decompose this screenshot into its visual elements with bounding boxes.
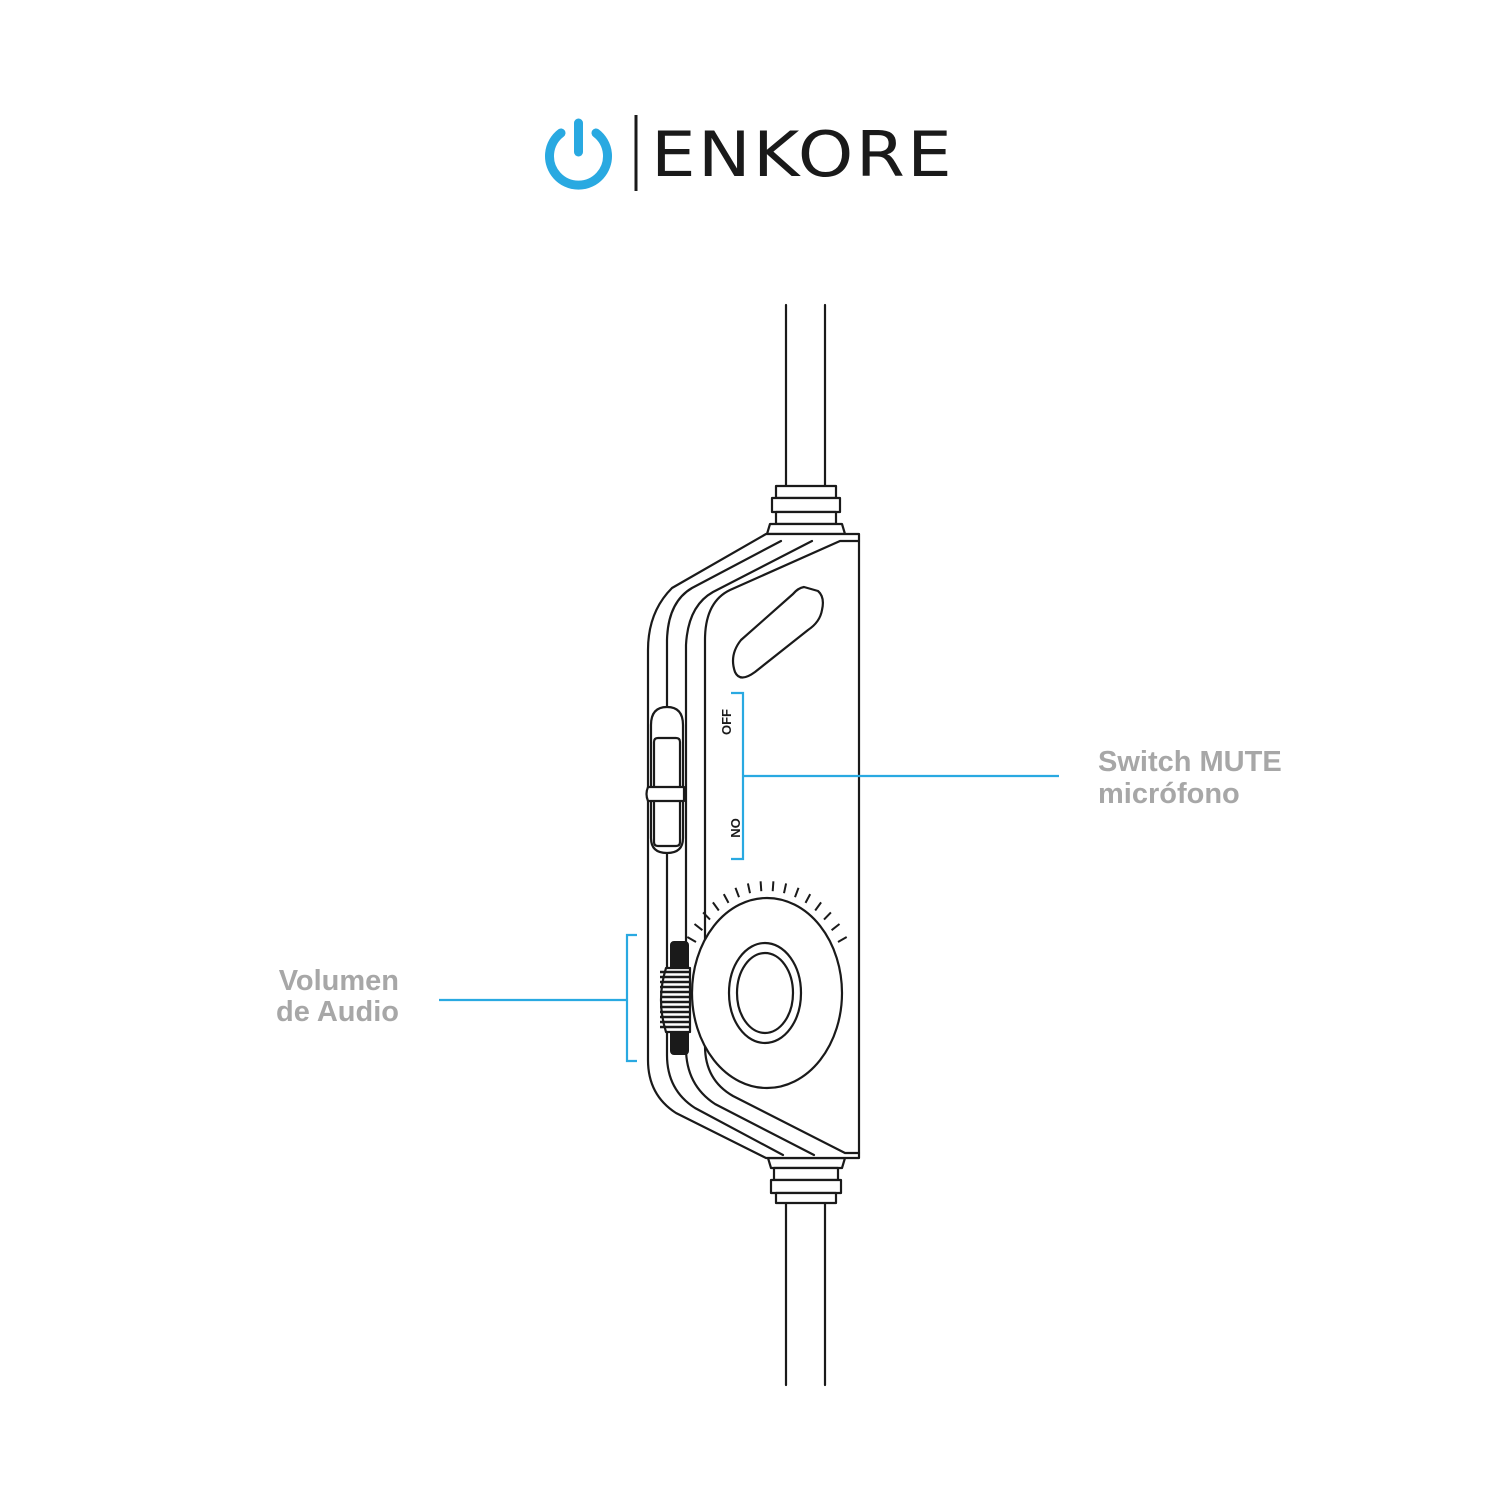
scale-tick bbox=[783, 883, 788, 894]
callout-mute-switch: Switch MUTE micrófono bbox=[731, 691, 1282, 861]
volume-bracket bbox=[625, 933, 637, 1063]
volume-wheel[interactable] bbox=[659, 941, 692, 1055]
switch-on-label: ON bbox=[728, 818, 743, 838]
scale-tick bbox=[734, 887, 740, 898]
scale-tick bbox=[759, 881, 763, 892]
scale-tick bbox=[814, 901, 822, 912]
switch-off-label: OFF bbox=[719, 709, 734, 735]
volume-knob[interactable] bbox=[690, 896, 844, 1090]
callout-volume: Volumen de Audio bbox=[276, 933, 637, 1063]
mute-callout-line2: micrófono bbox=[1098, 778, 1240, 810]
strain-relief-bottom bbox=[766, 1156, 847, 1205]
scale-tick bbox=[837, 936, 848, 943]
volume-callout-line2: de Audio bbox=[276, 996, 399, 1028]
cable-top bbox=[784, 303, 827, 490]
scale-tick bbox=[823, 911, 832, 921]
scale-tick bbox=[702, 911, 711, 921]
brand-logo: ENKORE bbox=[545, 115, 954, 191]
mute-switch[interactable] bbox=[645, 705, 686, 855]
volume-scale-ticks bbox=[686, 881, 848, 943]
mute-callout-line1: Switch MUTE bbox=[1098, 746, 1282, 778]
scale-tick bbox=[804, 893, 812, 904]
scale-tick bbox=[722, 893, 730, 904]
scale-tick bbox=[746, 883, 751, 894]
cable-bottom bbox=[784, 1198, 827, 1387]
scale-tick bbox=[693, 923, 704, 931]
brand-name: ENKORE bbox=[651, 118, 954, 191]
strain-relief-top bbox=[765, 484, 847, 536]
volume-callout-line1: Volumen bbox=[279, 965, 399, 997]
power-icon bbox=[545, 118, 612, 190]
scale-tick bbox=[794, 887, 800, 898]
scale-tick bbox=[830, 923, 841, 931]
scale-tick bbox=[712, 901, 720, 912]
scale-tick bbox=[686, 936, 697, 943]
led-indicator bbox=[731, 585, 824, 679]
inline-controller: OFF ON bbox=[645, 532, 861, 1160]
scale-tick bbox=[771, 881, 775, 892]
